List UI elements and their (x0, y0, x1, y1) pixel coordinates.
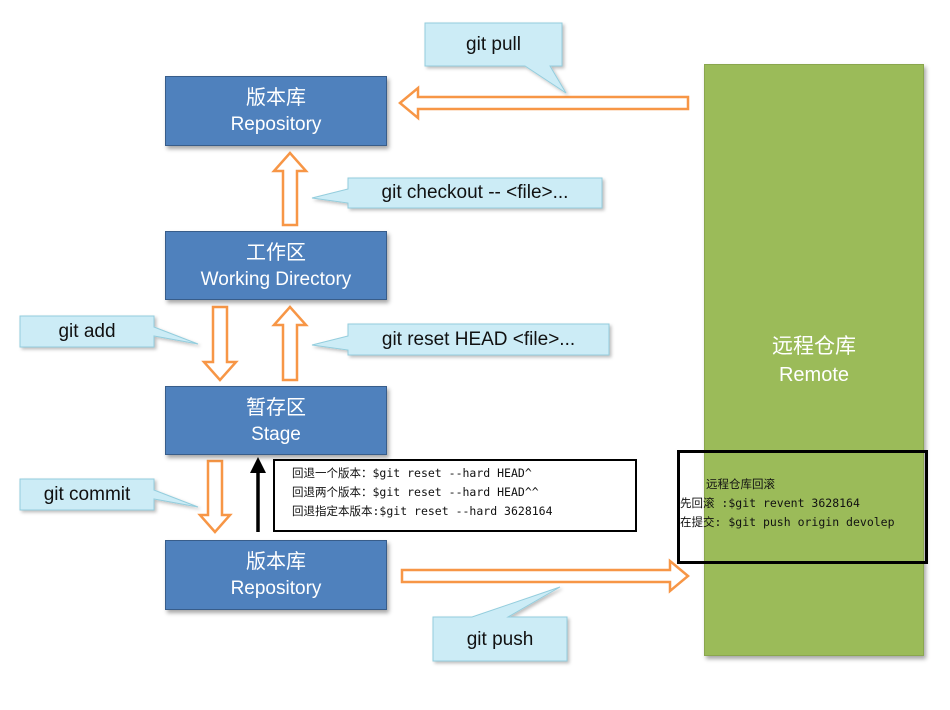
reset-note: 回退一个版本：$git reset --hard HEAD^ 回退两个版本：$g… (273, 459, 637, 532)
remote-rollback-line-1: 先回滚 :$git revent 3628164 (680, 496, 860, 510)
remote-rollback-line-2: 在提交: $git push origin devolep (680, 515, 895, 529)
working-directory-zh: 工作区 (246, 239, 306, 264)
repository-top-en: Repository (230, 114, 322, 135)
repository-box-bottom: 版本库 Repository (165, 540, 387, 610)
remote-rollback-note: 远程仓库回滚 先回滚 :$git revent 3628164 在提交: $gi… (677, 450, 928, 564)
stage-en: Stage (251, 423, 301, 445)
stage-zh: 暂存区 (246, 394, 306, 419)
callout-git-commit (19, 478, 199, 511)
git-reset-head-label: git reset HEAD <file>... (381, 328, 576, 350)
repository-bottom-zh: 版本库 (246, 549, 306, 573)
reset-hard-arrow-head (250, 457, 266, 473)
reset-note-line-1: 回退一个版本：$git reset --hard HEAD^ (292, 466, 532, 480)
callout-git-add (19, 315, 199, 348)
pull-arrow (398, 85, 690, 121)
callout-git-reset-head (311, 323, 610, 356)
repository-box-top: 版本库 Repository (165, 76, 387, 146)
git-commit-label: git commit (43, 483, 131, 505)
remote-label-zh: 远程仓库 (772, 334, 856, 358)
reset-note-line-3: 回退指定本版本:$git reset --hard 3628164 (292, 504, 553, 518)
push-arrow (400, 558, 690, 594)
remote-rollback-title: 远程仓库回滚 (706, 477, 775, 491)
repository-top-zh: 版本库 (246, 85, 306, 109)
callout-shapes (19, 22, 610, 662)
repository-bottom-en: Repository (230, 578, 322, 599)
reset-note-line-2: 回退两个版本：$git reset --hard HEAD^^ (292, 485, 539, 499)
callout-git-pull (424, 22, 567, 94)
commit-arrow (197, 459, 233, 534)
checkout-arrow (271, 151, 309, 227)
callout-git-checkout (311, 177, 603, 209)
git-pull-label: git pull (466, 34, 521, 55)
stage-box: 暂存区 Stage (165, 386, 387, 455)
working-directory-en: Working Directory (200, 268, 352, 290)
git-push-label: git push (466, 629, 534, 650)
callout-git-push (432, 586, 568, 662)
reset-head-arrow (271, 305, 309, 382)
git-add-label: git add (58, 320, 116, 342)
git-checkout-label: git checkout -- <file>... (381, 182, 569, 203)
working-directory-box: 工作区 Working Directory (165, 231, 387, 300)
add-arrow (201, 305, 239, 382)
remote-box: 远程仓库 Remote (704, 64, 924, 656)
remote-label-en: Remote (778, 364, 850, 386)
